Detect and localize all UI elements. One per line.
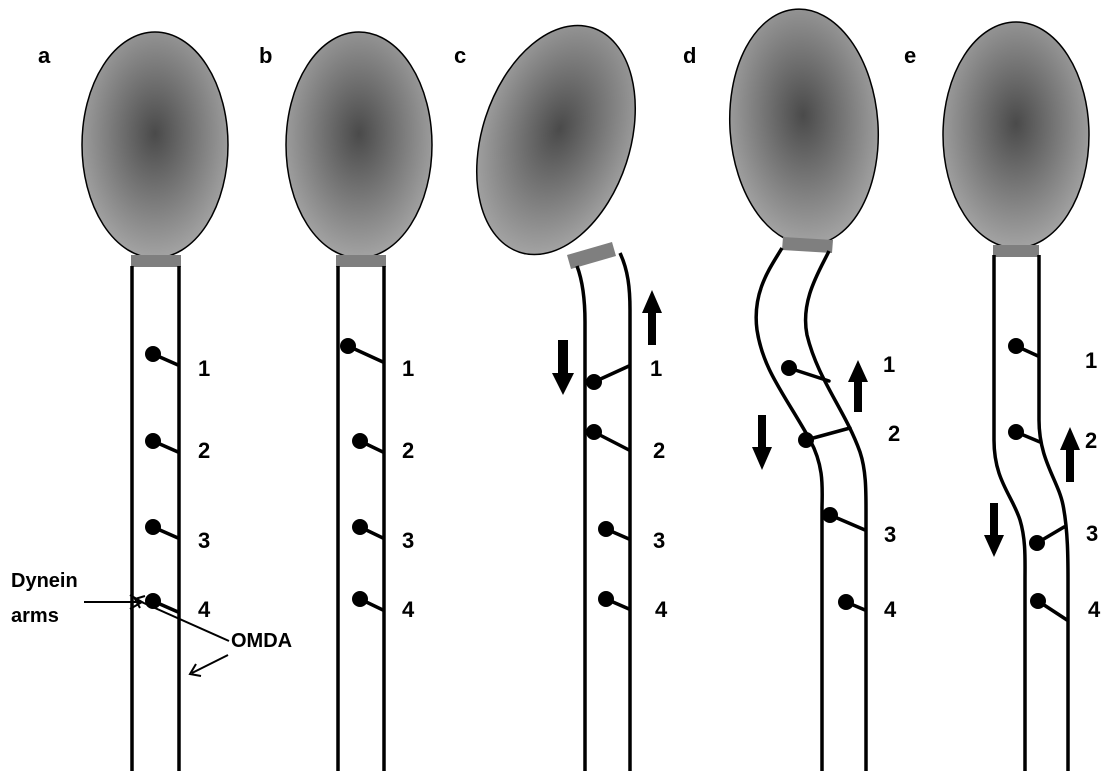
dynein-arms-label-line2: arms: [11, 605, 59, 627]
outer-doublet-left: [994, 255, 1025, 771]
dynein-arms-label-line1: Dynein: [11, 570, 78, 592]
connecting-piece: [993, 245, 1039, 257]
outer-doublet-right: [620, 253, 630, 771]
panel-label-e: e: [904, 43, 916, 68]
dynein-arm: [822, 507, 865, 530]
panel-b: b 1 2 3 4: [259, 32, 432, 771]
dynein-arm: [598, 591, 629, 609]
dynein-arm: [145, 433, 178, 452]
arm-number: 4: [198, 597, 211, 622]
sperm-head: [449, 5, 663, 275]
panel-c: c 1 2 3 4: [449, 5, 668, 771]
omda-pointer-arrow: [135, 596, 229, 676]
dynein-arm: [598, 521, 629, 539]
panel-label-c: c: [454, 43, 466, 68]
up-arrow-icon: [848, 360, 868, 412]
panel-d: d 1 2 3 4: [683, 4, 900, 771]
arm-number: 1: [402, 356, 414, 381]
down-arrow-icon: [984, 503, 1004, 557]
dynein-arm: [1030, 593, 1067, 620]
arm-number: 2: [888, 421, 900, 446]
down-arrow-icon: [752, 415, 772, 470]
outer-doublet-right: [1039, 255, 1068, 771]
panel-label-b: b: [259, 43, 272, 68]
omda-label: OMDA: [231, 630, 292, 652]
arm-number: 3: [198, 528, 210, 553]
dynein-arm: [781, 360, 829, 381]
arm-number: 2: [402, 438, 414, 463]
dynein-arm: [352, 433, 383, 452]
sperm-head: [943, 22, 1089, 248]
dynein-arm: [352, 519, 383, 538]
dynein-arm: [838, 594, 865, 610]
panel-label-d: d: [683, 43, 696, 68]
arm-number: 4: [402, 597, 415, 622]
connecting-piece: [131, 255, 181, 267]
arm-number: 1: [650, 356, 662, 381]
arm-number: 3: [402, 528, 414, 553]
arm-number: 2: [653, 438, 665, 463]
arm-number: 2: [1085, 428, 1097, 453]
connecting-piece: [567, 242, 616, 269]
arm-number: 3: [884, 522, 896, 547]
outer-doublet-left: [756, 248, 822, 771]
dynein-arm: [145, 593, 178, 612]
dynein-pointer-arrow: [84, 595, 142, 609]
panel-a: a 1 2 3 4 Dynein arms OMDA: [11, 32, 292, 771]
dynein-arm: [586, 424, 629, 450]
dynein-arm: [352, 591, 383, 610]
dynein-arm: [145, 519, 178, 538]
dynein-arm: [340, 338, 383, 362]
connecting-piece: [336, 255, 386, 267]
dynein-arm: [1008, 424, 1040, 442]
dynein-arm: [586, 366, 629, 390]
panel-e: e 1 2 3 4: [904, 22, 1101, 771]
panel-label-a: a: [38, 43, 51, 68]
outer-doublet-left: [577, 266, 585, 771]
arm-number: 4: [1088, 597, 1101, 622]
sperm-head: [722, 4, 886, 250]
dynein-arm: [1029, 527, 1064, 551]
dynein-arm: [1008, 338, 1038, 356]
arm-number: 1: [198, 356, 210, 381]
up-arrow-icon: [642, 290, 662, 345]
sperm-head: [82, 32, 228, 258]
arm-number: 3: [653, 528, 665, 553]
arm-number: 1: [1085, 348, 1097, 373]
dynein-arm: [145, 346, 178, 365]
arm-number: 4: [884, 597, 897, 622]
arm-number: 3: [1086, 521, 1098, 546]
up-arrow-icon: [1060, 427, 1080, 482]
sperm-head: [286, 32, 432, 258]
arm-number: 1: [883, 352, 895, 377]
down-arrow-icon: [552, 340, 574, 395]
arm-number: 4: [655, 597, 668, 622]
arm-number: 2: [198, 438, 210, 463]
